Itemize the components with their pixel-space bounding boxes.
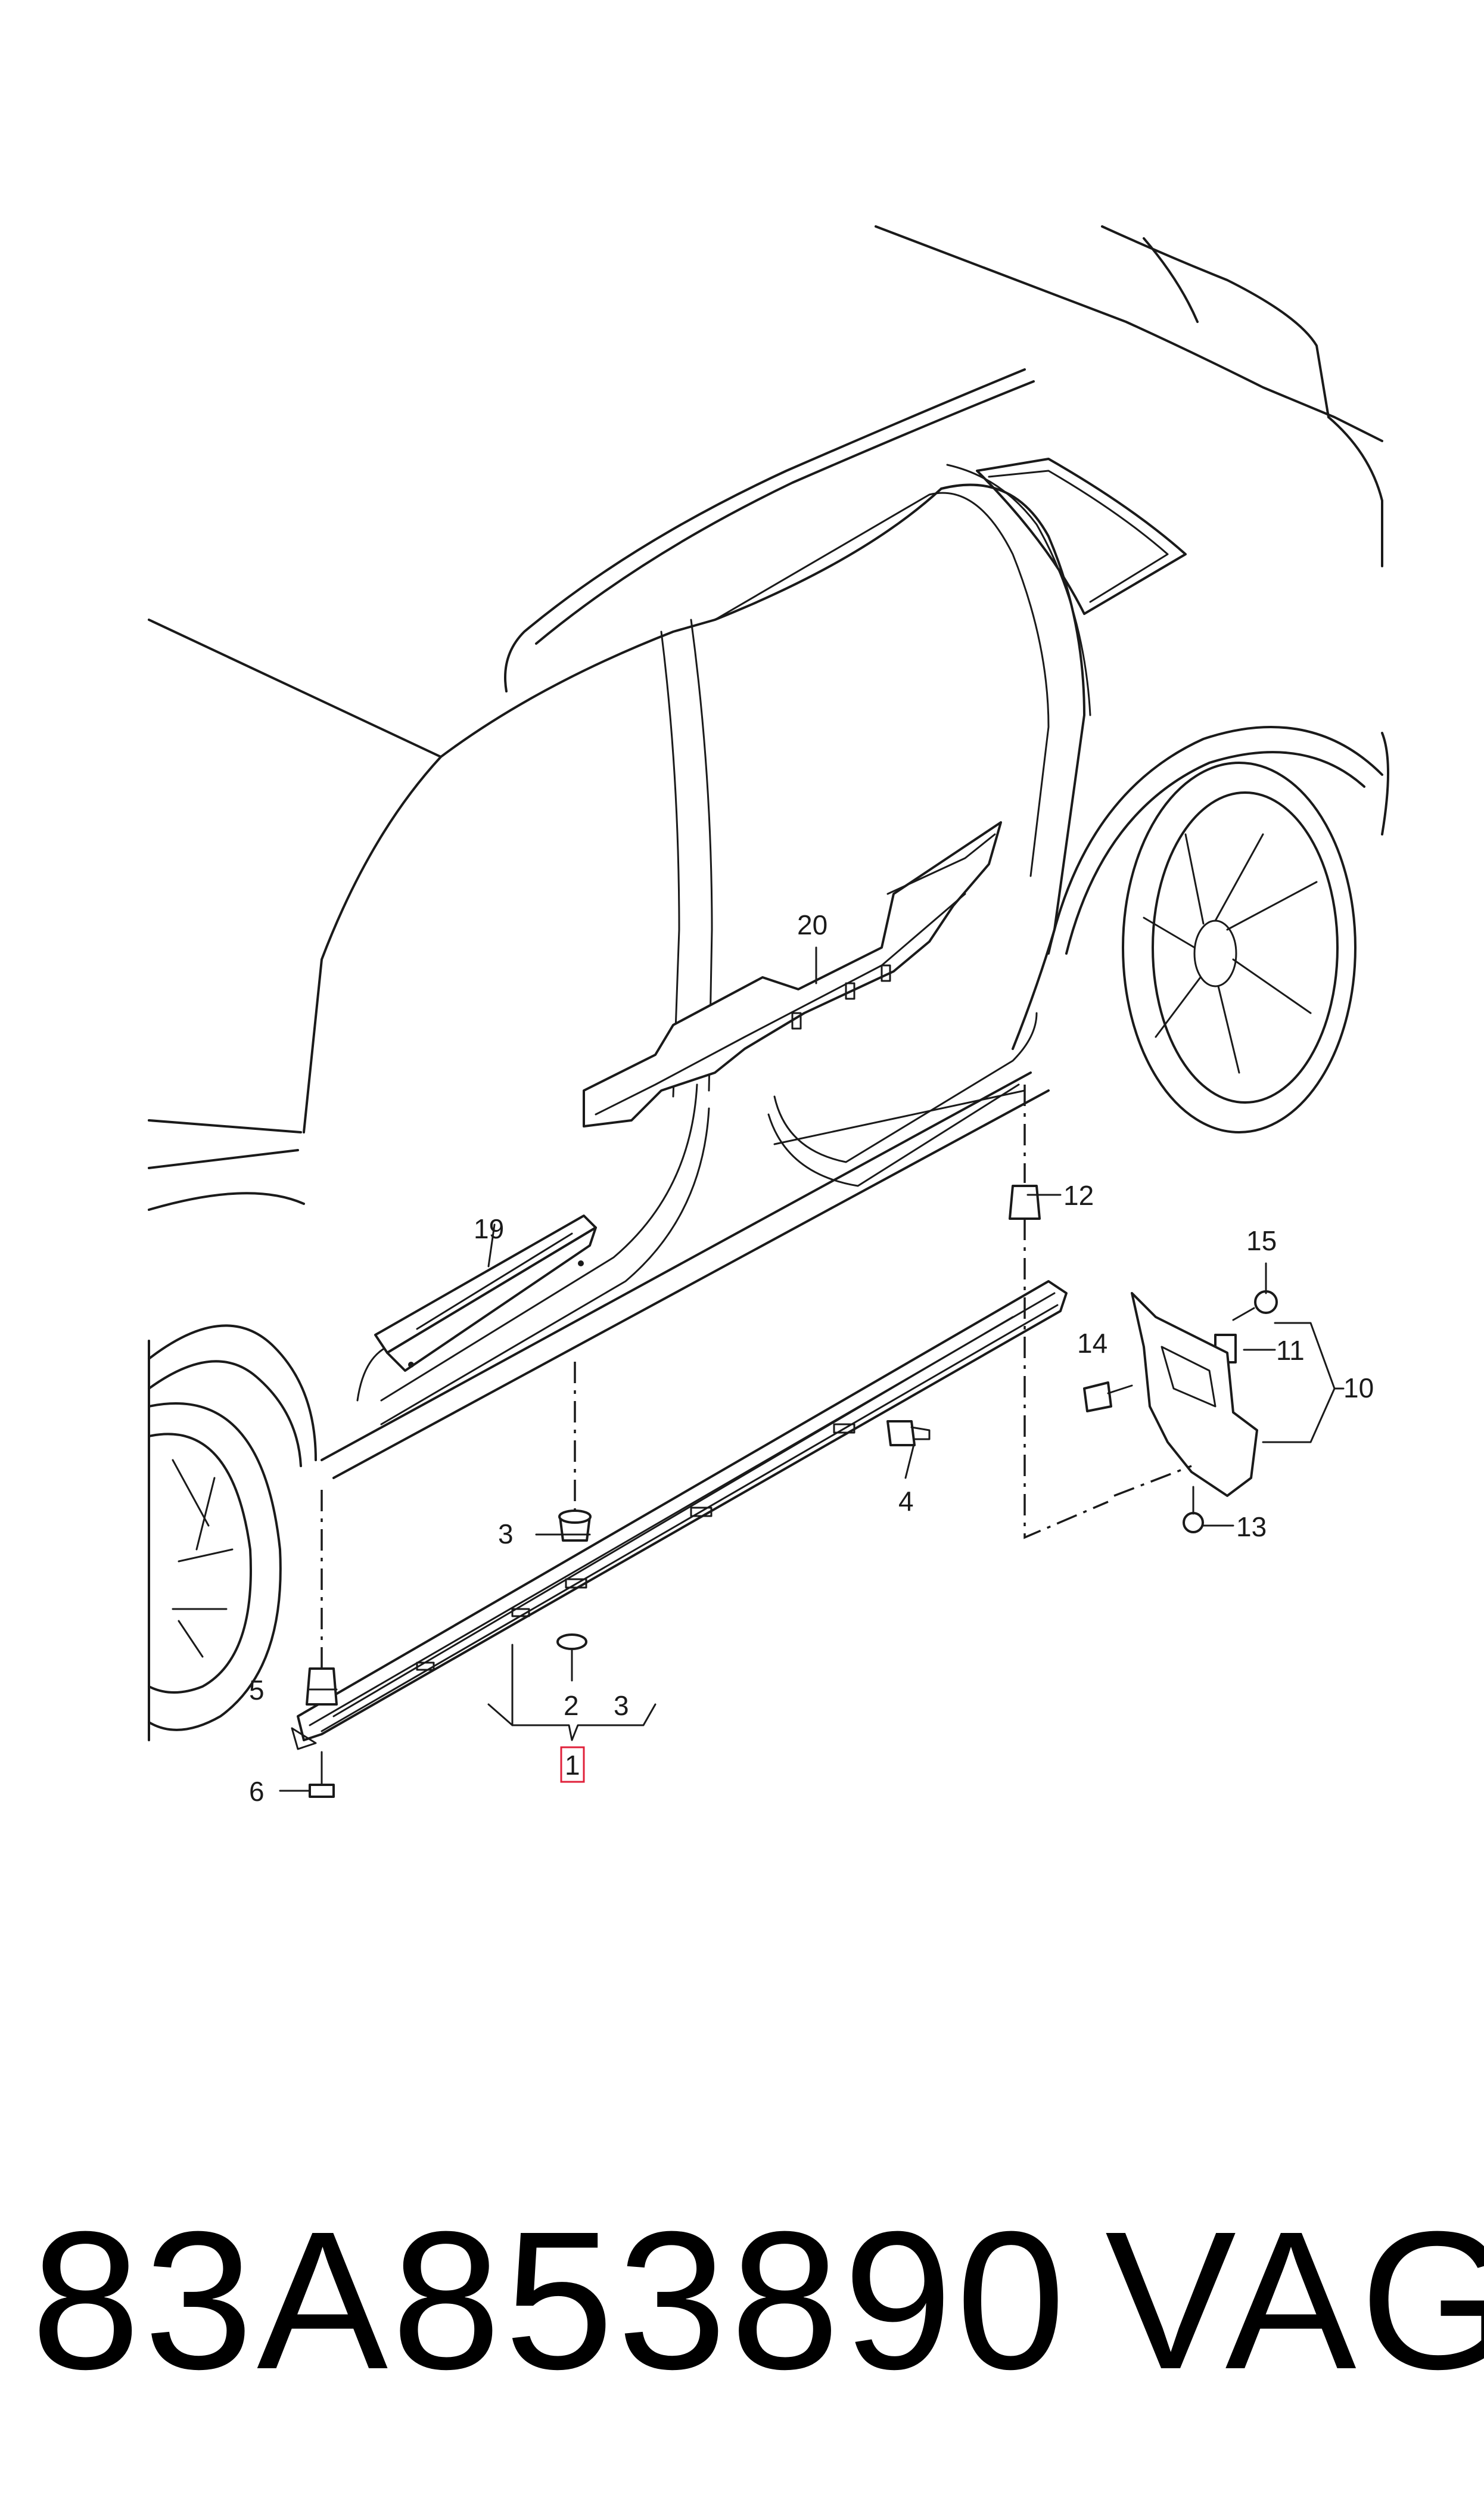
callout-labels: 1 2 3 3 4 5 6 10 11 12 13 14 15 19 20 — [249, 909, 1374, 1807]
footer: 83A853890 VAG — [0, 2181, 1484, 2455]
callout-3-grommet: 3 — [498, 1518, 514, 1549]
part-6-screw — [309, 1751, 335, 1798]
leader-lines — [279, 946, 1345, 1792]
callout-14: 14 — [1077, 1328, 1107, 1359]
callout-3-rail: 3 — [614, 1690, 629, 1721]
callout-4: 4 — [898, 1486, 914, 1517]
callout-2: 2 — [564, 1690, 579, 1721]
callout-12: 12 — [1063, 1180, 1094, 1211]
car-body-outline — [148, 225, 1389, 1741]
parts-diagram: 1 2 3 3 4 5 6 10 11 12 13 14 15 19 20 — [148, 225, 1389, 1807]
callout-5: 5 — [249, 1675, 265, 1706]
brand-label: VAG — [1105, 2190, 1484, 2410]
part-20-trim — [583, 821, 1002, 1128]
part-19-sill-trim — [374, 1215, 597, 1372]
part-14-plug — [1083, 1381, 1112, 1412]
part-1-sill-rail — [291, 1280, 1068, 1750]
callout-1: 1 — [565, 1750, 580, 1781]
part-10-bracket — [1131, 1292, 1258, 1497]
callout-19: 19 — [474, 1213, 504, 1244]
callout-15: 15 — [1246, 1225, 1277, 1256]
part-15-screw — [1232, 1290, 1278, 1321]
callout-20: 20 — [797, 909, 827, 940]
callout-13: 13 — [1236, 1511, 1267, 1542]
callout-11: 11 — [1276, 1335, 1305, 1366]
callout-10: 10 — [1343, 1372, 1374, 1403]
part-13-screw — [1183, 1486, 1204, 1533]
part-5-nut — [306, 1667, 338, 1706]
callout-6: 6 — [249, 1776, 265, 1807]
part-12-nut — [1009, 1185, 1041, 1220]
callout-1-highlight — [560, 1746, 585, 1783]
part-4-clip — [886, 1420, 931, 1446]
part-2-washer — [556, 1633, 587, 1650]
part-3-grommet — [558, 1509, 592, 1542]
part-number: 83A853890 — [31, 2190, 1069, 2410]
